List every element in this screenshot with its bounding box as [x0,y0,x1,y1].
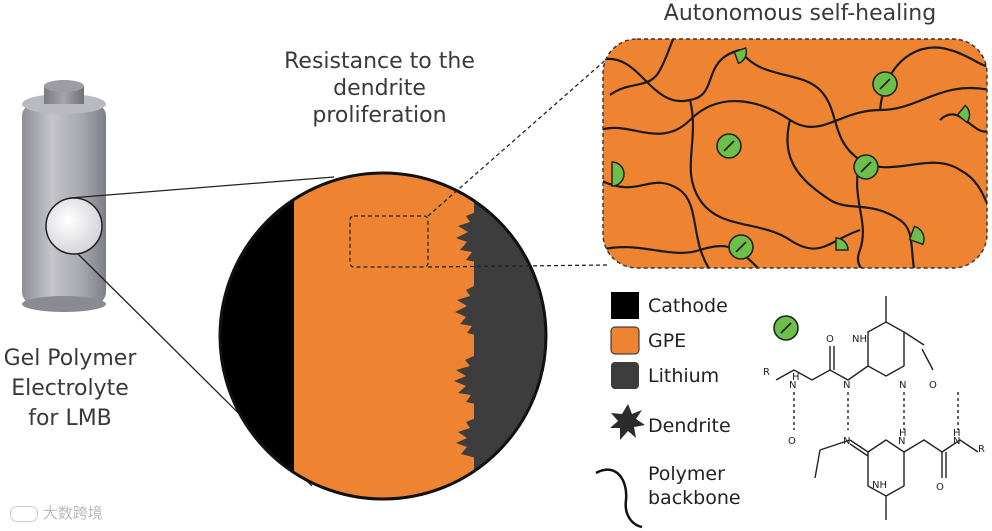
svg-text:R: R [978,444,985,455]
svg-text:N: N [843,436,850,447]
battery-label: Gel Polymer Electrolyte for LMB [0,344,140,434]
inset-marker [349,215,429,268]
resistance-label: Resistance to the dendrite proliferation [262,48,497,129]
legend-lithium: Lithium [648,365,720,387]
resistance-label-line3: proliferation [312,103,447,128]
watermark-logo-icon [10,505,38,522]
battery-label-line1: Gel Polymer [3,346,137,371]
legend-swatch-cathode [611,292,639,319]
svg-text:O: O [788,436,796,447]
legend-dendrite-icon [610,404,645,440]
legend-gpe: GPE [648,330,687,352]
svg-text:R: R [763,367,770,378]
svg-text:H: H [792,372,800,383]
legend-polymer: Polymer backbone [648,462,741,510]
zoom-line-top [69,176,335,199]
battery-label-line3: for LMB [28,406,112,431]
magnifier-lens [45,197,103,255]
svg-text:N: N [843,380,850,391]
inset-line-bottom [427,264,610,268]
svg-text:N: N [953,436,960,447]
cross-section [220,173,546,499]
svg-text:N: N [899,380,906,391]
inset-line-top [427,56,610,217]
svg-text:O: O [936,482,944,493]
legend-polymer-icon [595,468,643,529]
resistance-label-line1: Resistance to the [284,49,475,74]
battery-label-line2: Electrolyte [11,376,129,401]
svg-text:H: H [953,428,961,439]
legend-dendrite: Dendrite [648,415,731,437]
legend-polymer-line2: backbone [648,487,741,509]
self-healing-network [602,38,988,269]
chem-labels: NH N O N O N H R O N N H N H R O NH [763,334,985,493]
resistance-label-line2: dendrite [333,76,426,101]
watermark-text: 大数跨境 [42,504,103,522]
svg-text:N: N [898,436,905,447]
legend-polymer-line1: Polymer [648,463,725,485]
self-healing-label: Autonomous self-healing [663,1,937,26]
svg-text:O: O [929,380,937,391]
hydrogen-bond-structure [775,296,979,520]
legend-swatch-gpe [610,326,640,355]
watermark: 大数跨境 [10,502,103,523]
svg-text:H: H [899,428,907,439]
legend-swatch-lithium [611,362,639,389]
cross-section-outline [218,171,548,501]
legend-cathode: Cathode [648,295,728,317]
healing-motif-icon [773,315,799,341]
svg-text:N: N [789,380,796,391]
svg-text:NH: NH [872,480,887,491]
svg-text:O: O [826,334,834,345]
svg-text:NH: NH [852,334,867,345]
